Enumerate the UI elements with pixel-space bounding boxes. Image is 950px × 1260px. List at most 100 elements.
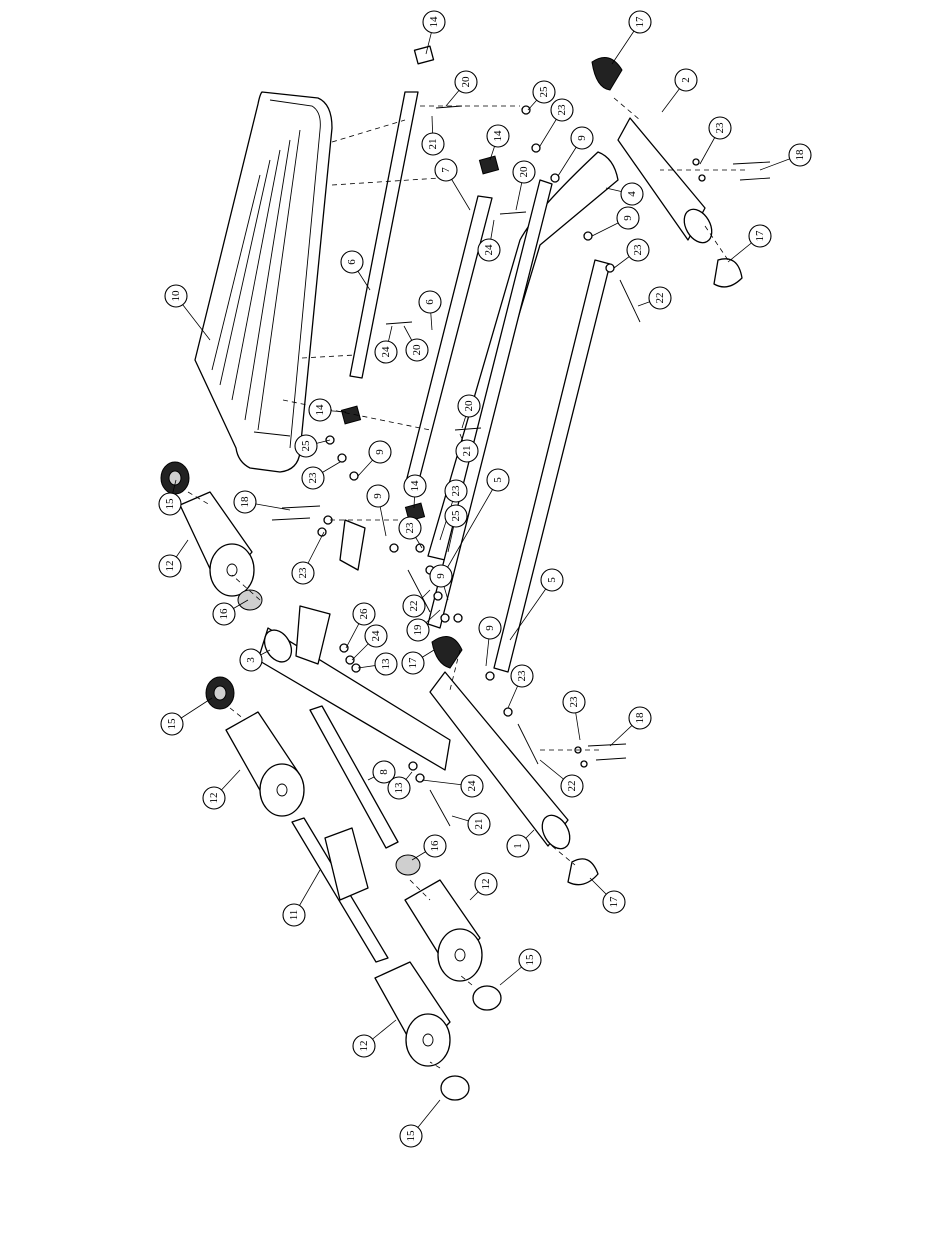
callout-number: 23 [556,104,568,116]
callout-part-22: 22 [540,760,583,797]
callout-part-24: 24 [375,326,397,363]
callout-number: 6 [346,259,358,265]
callout-number: 18 [634,712,646,724]
callout-number: 3 [245,657,257,663]
callout-number: 18 [794,149,806,161]
callout-part-12: 12 [203,770,240,809]
callout-number: 16 [429,840,441,852]
callout-part-15: 15 [161,698,212,735]
callout-part-23: 23 [540,99,573,146]
part-roller-shafts [292,706,398,962]
callout-number: 20 [411,344,423,356]
callout-number: 11 [288,910,300,921]
callout-part-20: 20 [446,71,477,106]
callout-number: 23 [568,696,580,708]
callout-part-1: 1 [507,830,534,857]
callout-part-12: 12 [353,1020,396,1057]
callout-part-6: 6 [341,251,370,290]
callout-number: 22 [654,293,666,304]
callout-part-12: 12 [470,873,497,900]
callout-part-23: 23 [399,517,422,548]
callout-part-18: 18 [760,144,811,170]
callout-part-18: 18 [610,707,651,746]
callout-part-14: 14 [487,125,509,160]
callout-number: 23 [450,485,462,497]
callout-part-24: 24 [422,775,483,797]
callout-part-23: 23 [302,462,340,489]
callout-number: 14 [428,16,440,28]
callout-part-13: 13 [358,653,397,675]
callout-number: 23 [307,472,319,484]
callout-part-12: 12 [159,540,188,577]
callout-part-21: 21 [452,813,490,835]
callout-number: 20 [460,76,472,88]
callout-number: 5 [492,477,504,483]
part-bottom-tube [430,672,575,854]
callout-part-8: 8 [368,761,395,783]
callout-part-22: 22 [638,287,671,309]
callout-part-20: 20 [513,161,535,210]
callout-number: 5 [546,577,558,583]
callout-part-16: 16 [412,835,446,860]
callout-number: 24 [380,346,392,358]
callout-number: 24 [483,244,495,256]
callout-number: 23 [632,244,644,256]
callout-part-21: 21 [422,116,444,155]
callout-number: 15 [166,718,178,730]
callout-number: 15 [164,498,176,510]
callout-part-25: 25 [528,81,555,110]
callout-part-20: 20 [404,326,428,361]
callout-number: 4 [626,191,638,197]
callout-number: 10 [170,290,182,302]
callout-number: 17 [407,657,419,669]
part-frame-tubes [428,152,618,672]
callout-part-18: 18 [234,491,290,513]
callout-part-17: 17 [402,650,434,674]
callout-number: 23 [714,122,726,134]
callout-part-14: 14 [309,399,346,421]
callout-number: 24 [466,780,478,792]
callout-number: 9 [622,215,634,221]
callout-number: 14 [492,130,504,142]
callout-part-7: 7 [435,159,470,210]
callout-number: 20 [518,166,530,178]
callout-number: 12 [208,793,220,804]
callout-number: 8 [378,769,390,775]
callout-number: 7 [440,167,452,173]
callout-part-4: 4 [606,183,643,205]
callout-part-25: 25 [295,435,330,457]
callout-number: 6 [424,299,436,305]
callout-number: 2 [680,77,692,83]
callout-number: 16 [218,608,230,620]
callout-part-10: 10 [165,285,210,340]
callout-part-9: 9 [592,207,639,236]
callout-part-9: 9 [367,485,389,536]
callout-number: 17 [754,230,766,242]
callout-part-23: 23 [563,691,585,740]
callout-number: 20 [463,400,475,412]
callout-number: 17 [608,896,620,908]
callout-number: 14 [409,480,421,492]
callout-part-6: 6 [419,291,441,330]
callout-number: 25 [538,86,550,98]
callout-part-23: 23 [614,239,649,268]
callout-number: 22 [408,601,420,612]
callout-number: 18 [239,496,251,508]
callout-part-15: 15 [400,1100,440,1147]
callout-number: 23 [404,522,416,534]
callout-number: 1 [512,843,524,849]
callout-part-17: 17 [612,11,651,64]
callout-part-17: 17 [728,225,771,262]
callout-number: 23 [516,670,528,682]
callout-number: 25 [300,440,312,452]
callout-number: 19 [412,624,424,636]
callout-number: 24 [370,630,382,642]
callout-number: 22 [566,781,578,792]
callout-part-9: 9 [358,441,391,476]
callout-number: 15 [405,1130,417,1142]
callout-number: 21 [473,819,485,830]
callout-number: 9 [484,625,496,631]
callout-number: 12 [358,1041,370,1052]
callout-part-15: 15 [500,949,541,985]
callout-number: 25 [450,510,462,522]
